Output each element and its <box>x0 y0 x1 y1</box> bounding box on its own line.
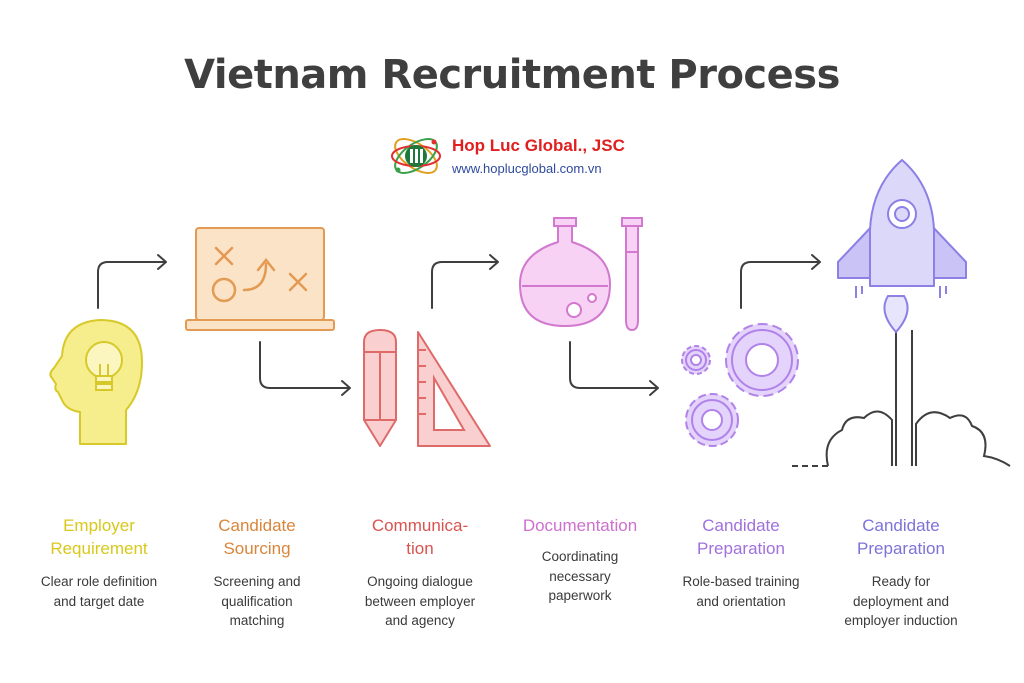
step-title: Candidate <box>702 516 780 535</box>
brand-block: Hop Luc Global., JSC www.hoplucglobal.co… <box>388 128 648 184</box>
process-diagram <box>49 159 1011 467</box>
lab-flask-icon <box>519 217 643 332</box>
connector-arrow-5 <box>740 254 821 309</box>
step-employer-requirement: Employer Requirement Clear role definiti… <box>19 514 179 611</box>
step-title: Documentation <box>522 516 638 535</box>
step-description: Ongoing dialogue between employer and ag… <box>364 574 476 628</box>
head-lightbulb-icon <box>49 319 143 445</box>
step-title: Communica- <box>371 516 469 535</box>
step-candidate-sourcing: Candidate Sourcing Screening and qualifi… <box>177 514 337 631</box>
connector-arrow-1 <box>97 254 167 309</box>
pencil-ruler-icon <box>363 329 491 447</box>
step-title: Sourcing <box>223 539 291 558</box>
connector-arrow-2 <box>259 341 351 396</box>
step-title: Preparation <box>697 539 785 558</box>
strategy-board-icon <box>185 227 335 331</box>
step-title: Requirement <box>50 539 148 558</box>
step-candidate-preparation-training: Candidate Preparation Role-based trainin… <box>661 514 821 611</box>
step-communication: Communica- tion Ongoing dialogue between… <box>340 514 500 631</box>
step-description: Ready for deployment and employer induct… <box>844 574 958 628</box>
step-documentation: Documentation Coordinating necessary pap… <box>500 514 660 606</box>
connector-arrow-3 <box>431 254 499 309</box>
step-description: Screening and qualification matching <box>213 574 301 628</box>
step-title: Candidate <box>862 516 940 535</box>
step-candidate-preparation-deployment: Candidate Preparation Ready for deployme… <box>821 514 981 631</box>
step-description: Clear role definition and target date <box>40 574 158 609</box>
step-title: Employer <box>63 516 135 535</box>
connector-arrow-4 <box>569 341 659 396</box>
step-title: Preparation <box>857 539 945 558</box>
company-name: Hop Luc Global., JSC <box>452 136 625 155</box>
page-title: Vietnam Recruitment Process <box>184 52 840 98</box>
rocket-icon <box>792 159 1011 467</box>
company-url: www.hoplucglobal.com.vn <box>452 161 602 176</box>
company-logo-icon <box>391 138 441 174</box>
step-description: Role-based training and orientation <box>682 574 800 609</box>
step-title: Candidate <box>218 516 296 535</box>
gears-icon <box>681 323 799 447</box>
step-description: Coordinating necessary paperwork <box>541 549 619 603</box>
step-title: tion <box>406 539 434 558</box>
